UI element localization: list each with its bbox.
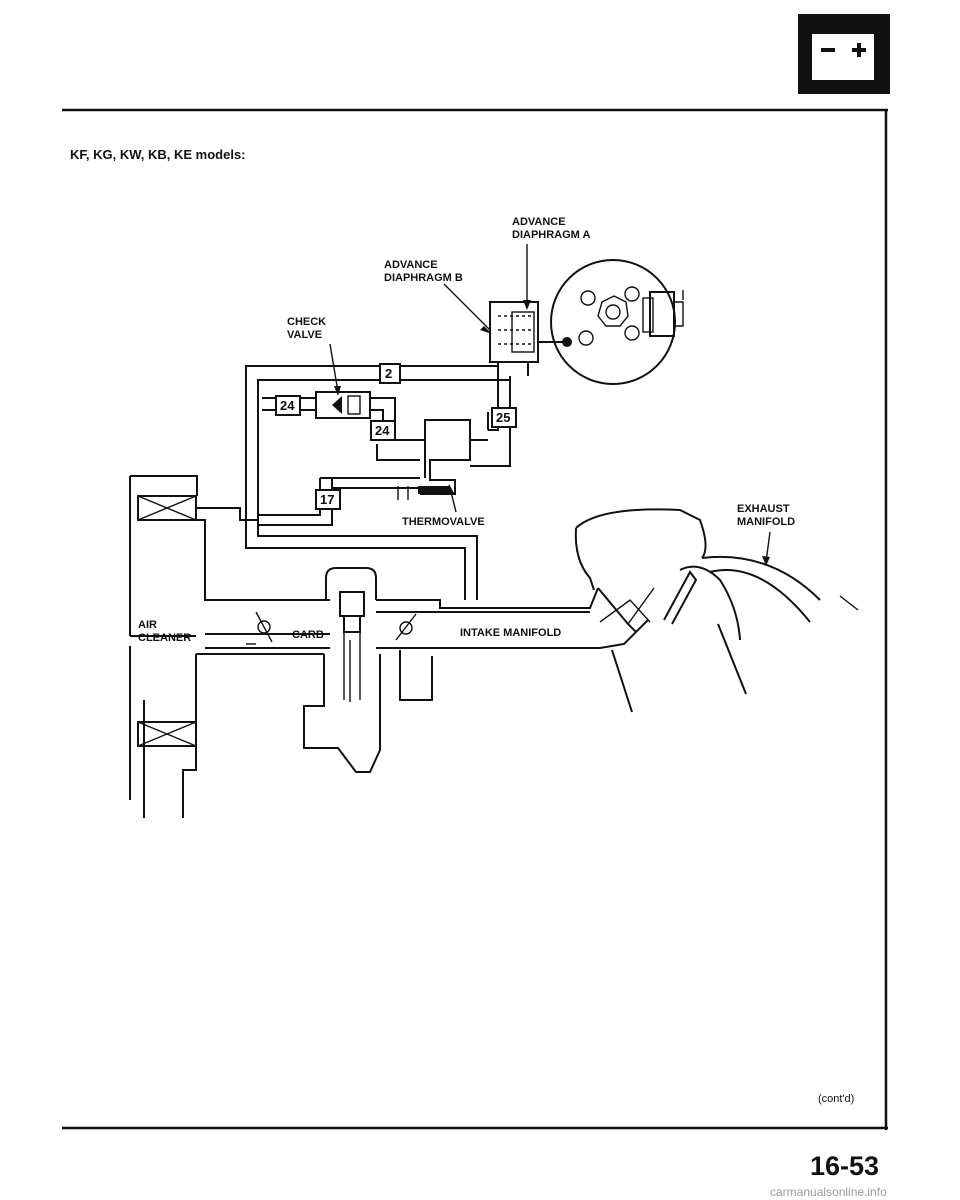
page-frame — [62, 108, 888, 1130]
models-heading: KF, KG, KW, KB, KE models: — [70, 147, 246, 162]
label-advance-diaphragm-b-2: DIAPHRAGM B — [384, 272, 463, 284]
label-carb: CARB — [292, 629, 324, 641]
hose-number-2: 2 — [379, 363, 401, 384]
throttle-valve-icon — [395, 613, 417, 641]
battery-icon — [798, 14, 890, 94]
watermark: carmanualsonline.info — [770, 1185, 887, 1199]
page-number: 16-53 — [810, 1151, 879, 1181]
hose-number-24-left: 24 — [275, 395, 301, 416]
leader-lines — [329, 244, 771, 566]
distributor — [550, 259, 684, 385]
label-air-cleaner-2: CLEANER — [138, 632, 191, 644]
label-exhaust-manifold-1: EXHAUST — [737, 503, 790, 515]
label-advance-diaphragm-a-2: DIAPHRAGM A — [512, 229, 590, 241]
hose-number-17: 17 — [315, 489, 341, 510]
label-check-valve-1: CHECK — [287, 316, 326, 328]
continued-note: (cont'd) — [818, 1093, 854, 1105]
intake-manifold — [205, 587, 651, 701]
label-advance-diaphragm-a-1: ADVANCE — [512, 216, 566, 228]
svg-text:24: 24 — [375, 423, 390, 438]
hose-number-24-right: 24 — [370, 420, 396, 441]
label-exhaust-manifold-2: MANIFOLD — [737, 516, 795, 528]
label-check-valve-2: VALVE — [287, 329, 322, 341]
carburetor — [303, 567, 381, 773]
label-advance-diaphragm-b-1: ADVANCE — [384, 259, 438, 271]
hose-number-25: 25 — [491, 407, 517, 428]
choke-valve-icon — [246, 611, 273, 645]
svg-text:17: 17 — [320, 492, 334, 507]
advance-diaphragm-unit — [489, 301, 566, 376]
label-intake-manifold: INTAKE MANIFOLD — [460, 627, 561, 639]
air-cleaner — [129, 475, 330, 818]
label-thermovalve: THERMOVALVE — [402, 516, 485, 528]
svg-text:2: 2 — [385, 366, 392, 381]
label-air-cleaner-1: AIR — [138, 619, 157, 631]
svg-text:24: 24 — [280, 398, 295, 413]
svg-text:25: 25 — [496, 410, 510, 425]
